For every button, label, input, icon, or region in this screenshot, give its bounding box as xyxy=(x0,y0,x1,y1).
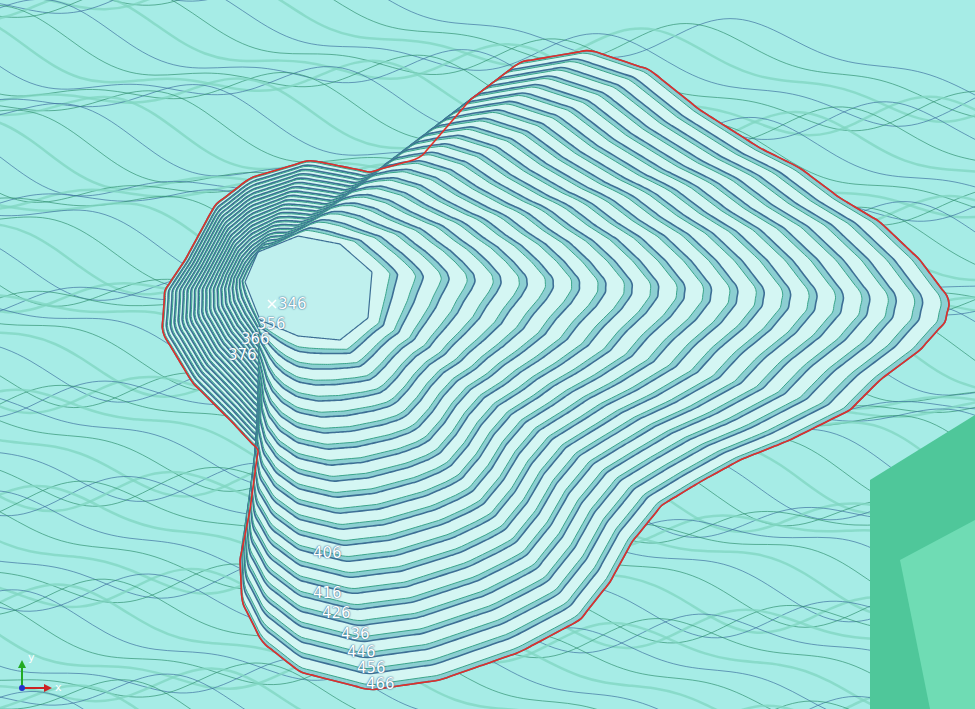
bench-face xyxy=(162,51,949,690)
contour-line xyxy=(0,663,975,709)
bench-berm xyxy=(230,197,494,412)
bench-berm xyxy=(222,180,545,444)
elevation-label: 366 xyxy=(241,332,270,347)
bench-face xyxy=(236,211,449,385)
contour-line xyxy=(0,674,975,709)
bench-face xyxy=(221,178,553,449)
elevation-label: 436 xyxy=(341,627,370,642)
axis-label: x xyxy=(55,682,62,693)
elevation-label: 406 xyxy=(313,546,342,561)
bench-face xyxy=(190,110,764,577)
axis-label: y xyxy=(28,652,35,663)
bench-face xyxy=(217,169,579,465)
elevation-label: 376 xyxy=(228,348,257,363)
bench-berm xyxy=(195,121,730,557)
bench-face xyxy=(206,144,659,513)
bench-berm xyxy=(175,79,862,637)
bench-face xyxy=(166,59,922,673)
bench-face xyxy=(225,186,527,433)
contour-line xyxy=(0,0,975,98)
contour-line xyxy=(0,680,975,709)
slope-wedge xyxy=(900,520,975,709)
bench-berm xyxy=(215,163,598,476)
bench-berm xyxy=(183,95,809,604)
bench-berm xyxy=(240,222,415,364)
bench-face xyxy=(229,195,502,417)
elevation-label: 446 xyxy=(347,645,376,660)
elevation-label: 466 xyxy=(366,677,395,692)
contour-line xyxy=(0,668,975,709)
bench-face xyxy=(202,135,685,529)
bench-face xyxy=(210,152,633,497)
bench-face xyxy=(232,203,475,401)
pit-boundary xyxy=(162,51,949,690)
point-marker xyxy=(268,300,276,308)
bench-berm xyxy=(187,104,783,589)
bench-face xyxy=(178,84,843,625)
elevation-label: 456 xyxy=(357,661,386,676)
bench-face xyxy=(186,101,791,593)
bench-face xyxy=(239,220,423,369)
bench-face xyxy=(213,161,605,481)
bench-berm xyxy=(211,155,625,493)
bench-berm xyxy=(163,53,941,685)
bench-berm xyxy=(203,138,677,525)
contour-line xyxy=(0,691,975,709)
bench-face xyxy=(198,127,712,545)
elevation-label: 356 xyxy=(257,317,286,332)
bench-berm xyxy=(237,214,441,380)
open-pit xyxy=(162,51,949,690)
bench-berm xyxy=(233,206,467,397)
contour-line xyxy=(0,686,975,709)
pit-floor xyxy=(245,236,372,340)
bench-face xyxy=(174,76,870,641)
slope-wedge xyxy=(870,415,975,709)
elevation-label: 416 xyxy=(313,586,342,601)
bench-berm xyxy=(218,172,571,461)
bench-face xyxy=(194,118,738,561)
bench-berm xyxy=(191,112,756,572)
axis-icon xyxy=(18,660,52,692)
bench-berm xyxy=(226,189,519,429)
bench-berm xyxy=(207,146,651,508)
bench-berm xyxy=(167,62,914,669)
elevation-label: 426 xyxy=(322,606,351,621)
bench-berm xyxy=(199,129,703,540)
contour-line xyxy=(0,658,975,709)
elevation-label: 346 xyxy=(278,297,307,312)
bench-face xyxy=(170,68,896,658)
bench-berm xyxy=(171,70,888,653)
bench-berm xyxy=(179,87,835,621)
